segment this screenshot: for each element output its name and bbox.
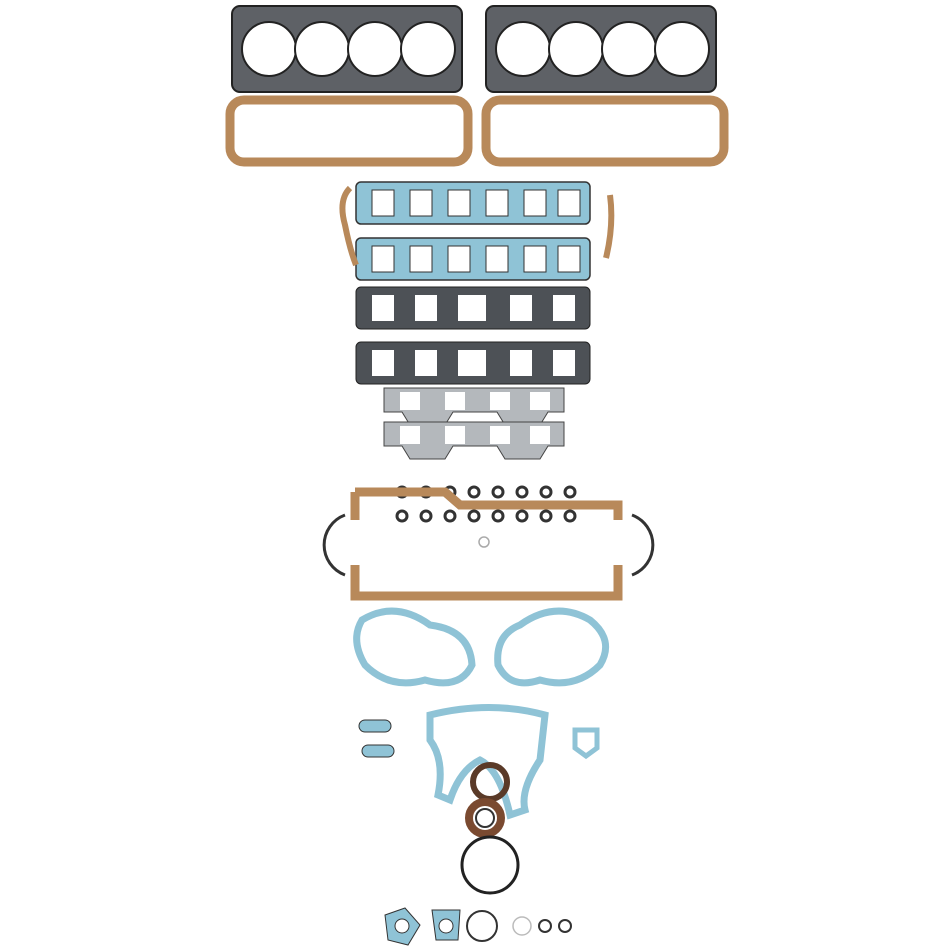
bypass-gasket bbox=[361, 744, 395, 758]
head-gasket-left bbox=[231, 5, 463, 93]
intake-gasket-dark-upper bbox=[355, 286, 591, 330]
water-pump-gasket-left bbox=[353, 607, 476, 687]
oil-pan-gasket bbox=[350, 487, 623, 601]
rear-main-seal-right bbox=[631, 513, 655, 577]
head-gasket-right bbox=[485, 5, 717, 93]
end-seal-right bbox=[603, 194, 615, 259]
valve-cover-gasket-right bbox=[481, 95, 729, 167]
end-seal-left bbox=[339, 185, 359, 267]
thermostat-gasket bbox=[358, 719, 392, 733]
exhaust-gasket-lower bbox=[383, 421, 565, 460]
crank-seal bbox=[465, 798, 505, 838]
o-ring-small bbox=[478, 536, 490, 548]
water-pump-gasket-right bbox=[494, 607, 610, 687]
rear-main-seal-left bbox=[322, 513, 346, 577]
water-outlet-gasket-hole bbox=[394, 918, 410, 934]
intake-gasket-upper bbox=[355, 181, 591, 225]
pump-cover-gasket-hole bbox=[438, 918, 454, 934]
o-ring-large bbox=[466, 910, 498, 942]
valve-cover-gasket-left bbox=[225, 95, 473, 167]
o-ring-light bbox=[512, 916, 532, 936]
intake-gasket-dark-lower bbox=[355, 341, 591, 385]
timing-cover-gasket bbox=[426, 704, 549, 820]
o-ring-tiny-2 bbox=[558, 919, 572, 933]
crank-seal-inner bbox=[475, 808, 495, 828]
intake-gasket-lower bbox=[355, 237, 591, 281]
rear-main-seal-ring bbox=[460, 835, 520, 895]
exhaust-gasket-upper bbox=[383, 387, 565, 426]
o-ring-tiny-1 bbox=[538, 919, 552, 933]
fuel-pump-gasket bbox=[572, 727, 600, 760]
